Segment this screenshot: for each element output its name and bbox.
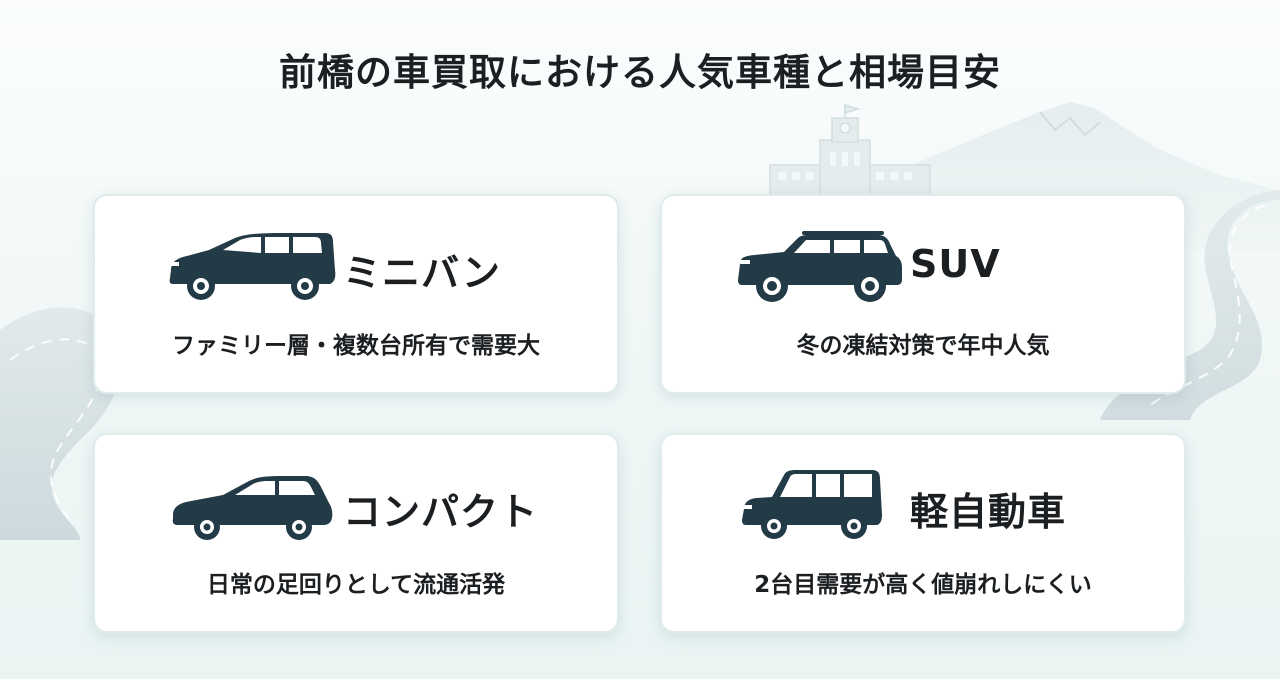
card-label-minivan: ミニバン (343, 251, 501, 295)
kei-car-icon (732, 465, 907, 545)
road-right (1100, 190, 1280, 420)
card-compact: コンパクト 日常の足回りとして流通活発 (93, 433, 619, 633)
card-description-suv: 冬の凍結対策で年中人気 (796, 333, 1050, 359)
card-minivan: ミニバン ファミリー層・複数台所有で需要大 (93, 194, 619, 394)
card-description-kei-car: 2台目需要が高く値崩れしにくい (754, 572, 1092, 598)
road-left (0, 307, 121, 540)
card-label-compact: コンパクト (343, 490, 539, 534)
city-hall-icon (769, 103, 931, 196)
card-description-compact: 日常の足回りとして流通活発 (206, 572, 506, 598)
card-suv: SUV 冬の凍結対策で年中人気 (660, 194, 1186, 394)
card-label-suv: SUV (910, 242, 1001, 286)
card-description-minivan: ファミリー層・複数台所有で需要大 (172, 333, 540, 359)
minivan-icon (165, 226, 340, 306)
card-label-kei-car: 軽自動車 (910, 490, 1067, 534)
compact-car-icon (165, 465, 340, 545)
page-title: 前橋の車買取における人気車種と相場目安 (279, 51, 1001, 94)
card-kei-car: 軽自動車 2台目需要が高く値崩れしにくい (660, 433, 1186, 633)
suv-icon (732, 226, 907, 306)
